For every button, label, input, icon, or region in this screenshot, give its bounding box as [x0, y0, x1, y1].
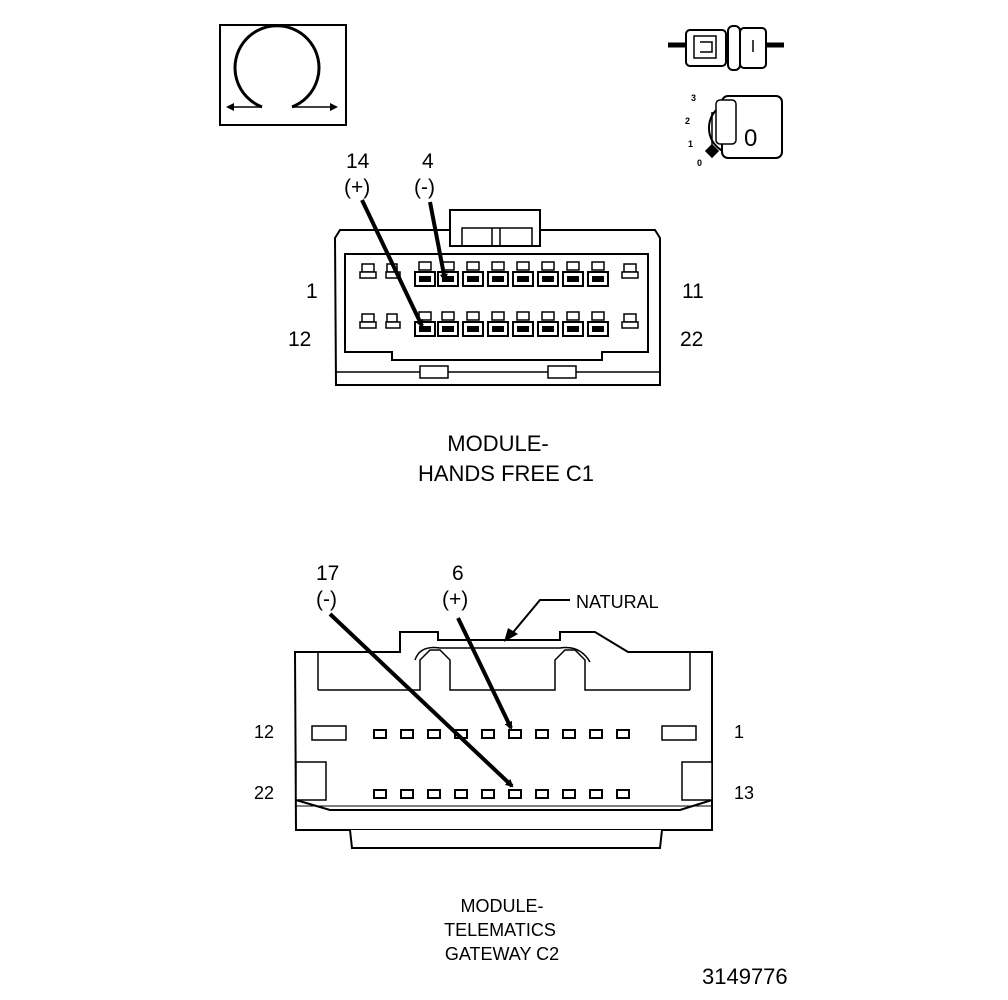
c2-probe-positive-polarity: (+)	[442, 588, 468, 611]
c1-blank-cavity-bottom-2	[621, 313, 639, 329]
c1-pin-label-11: 11	[682, 280, 704, 303]
c2-terminal-bottom-9	[589, 789, 603, 799]
ignition-position-0: 0	[697, 158, 702, 168]
c1-terminal-bottom-6	[537, 311, 559, 337]
c2-color-leader	[509, 599, 570, 637]
c2-terminal-top-7	[535, 729, 549, 739]
c2-pin-label-1: 1	[734, 722, 744, 742]
c2-terminal-bottom-4	[454, 789, 468, 799]
ignition-key-label: 0	[744, 125, 757, 152]
c2-terminal-bottom-8	[562, 789, 576, 799]
c1-blank-cavity-top-1	[359, 263, 377, 279]
ignition-switch-icon: 3 2 1 0 0	[685, 93, 783, 168]
c1-terminal-top-7	[562, 261, 584, 287]
connector-c1-pins	[359, 261, 639, 337]
c2-terminal-top-10	[616, 729, 630, 739]
c2-probe-positive-pin: 6	[452, 562, 464, 585]
c1-probe-negative-polarity: (-)	[414, 176, 435, 199]
c1-probe-positive-polarity: (+)	[344, 176, 370, 199]
c2-pin-label-12: 12	[254, 722, 274, 742]
c1-terminal-bottom-7	[562, 311, 584, 337]
c1-terminal-top-8	[587, 261, 609, 287]
connector-disconnect-icon	[668, 25, 784, 71]
c1-terminal-bottom-8	[587, 311, 609, 337]
c1-terminal-bottom-5	[512, 311, 534, 337]
c2-title-line3: GATEWAY C2	[445, 944, 559, 964]
c1-terminal-top-6	[537, 261, 559, 287]
c2-terminal-bottom-7	[535, 789, 549, 799]
ignition-position-3: 3	[691, 93, 696, 103]
c1-probe-positive-pin: 14	[346, 150, 370, 173]
c1-terminal-bottom-3	[462, 311, 484, 337]
c1-pin-label-12: 12	[288, 328, 311, 351]
c1-terminal-top-5	[512, 261, 534, 287]
c1-terminal-top-1	[414, 261, 436, 287]
c1-blank-cavity-bottom-1	[359, 313, 377, 329]
c2-terminal-bottom-5	[481, 789, 495, 799]
c1-terminal-top-3	[462, 261, 484, 287]
figure-number: 3149776	[702, 964, 788, 989]
c1-pin-label-22: 22	[680, 328, 703, 351]
c2-terminal-bottom-3	[427, 789, 441, 799]
c2-probe-negative-lead	[328, 612, 514, 788]
c2-color-label: NATURAL	[576, 592, 659, 612]
c2-terminal-bottom-6	[508, 789, 522, 799]
c2-terminal-top-9	[589, 729, 603, 739]
c2-terminal-top-1	[373, 729, 387, 739]
c1-title-line1: MODULE-	[447, 431, 548, 456]
c1-terminal-top-4	[487, 261, 509, 287]
c2-probe-negative-polarity: (-)	[316, 588, 337, 611]
c1-terminal-bottom-2	[437, 311, 459, 337]
c2-terminal-bottom-10	[616, 789, 630, 799]
c1-title-line2: HANDS FREE C1	[418, 461, 594, 486]
connector-c1	[333, 209, 661, 386]
ohm-symbol-icon	[219, 24, 347, 126]
c1-blank-cavity-bottom-3	[385, 313, 401, 329]
c2-probe-negative-pin: 17	[316, 562, 339, 585]
c1-probe-positive-lead	[360, 199, 424, 328]
c2-terminal-top-2	[400, 729, 414, 739]
c1-pin-label-1: 1	[306, 280, 318, 303]
c2-terminal-bottom-2	[400, 789, 414, 799]
c2-terminal-top-6	[508, 729, 522, 739]
c2-pin-label-13: 13	[734, 783, 754, 803]
c2-terminal-top-8	[562, 729, 576, 739]
c1-blank-cavity-top-2	[621, 263, 639, 279]
c2-terminal-top-3	[427, 729, 441, 739]
c2-terminal-bottom-1	[373, 789, 387, 799]
c2-probe-positive-lead	[456, 617, 513, 730]
c2-terminal-top-5	[481, 729, 495, 739]
c2-title-line2: TELEMATICS	[444, 920, 556, 940]
ignition-position-1: 1	[688, 139, 693, 149]
c1-probe-negative-pin: 4	[422, 150, 434, 173]
ignition-position-2: 2	[685, 116, 690, 126]
c1-terminal-bottom-4	[487, 311, 509, 337]
c2-pin-label-22: 22	[254, 783, 274, 803]
c1-probe-negative-lead	[428, 201, 448, 282]
c2-title-line1: MODULE-	[460, 896, 543, 916]
connector-c2	[293, 631, 713, 849]
